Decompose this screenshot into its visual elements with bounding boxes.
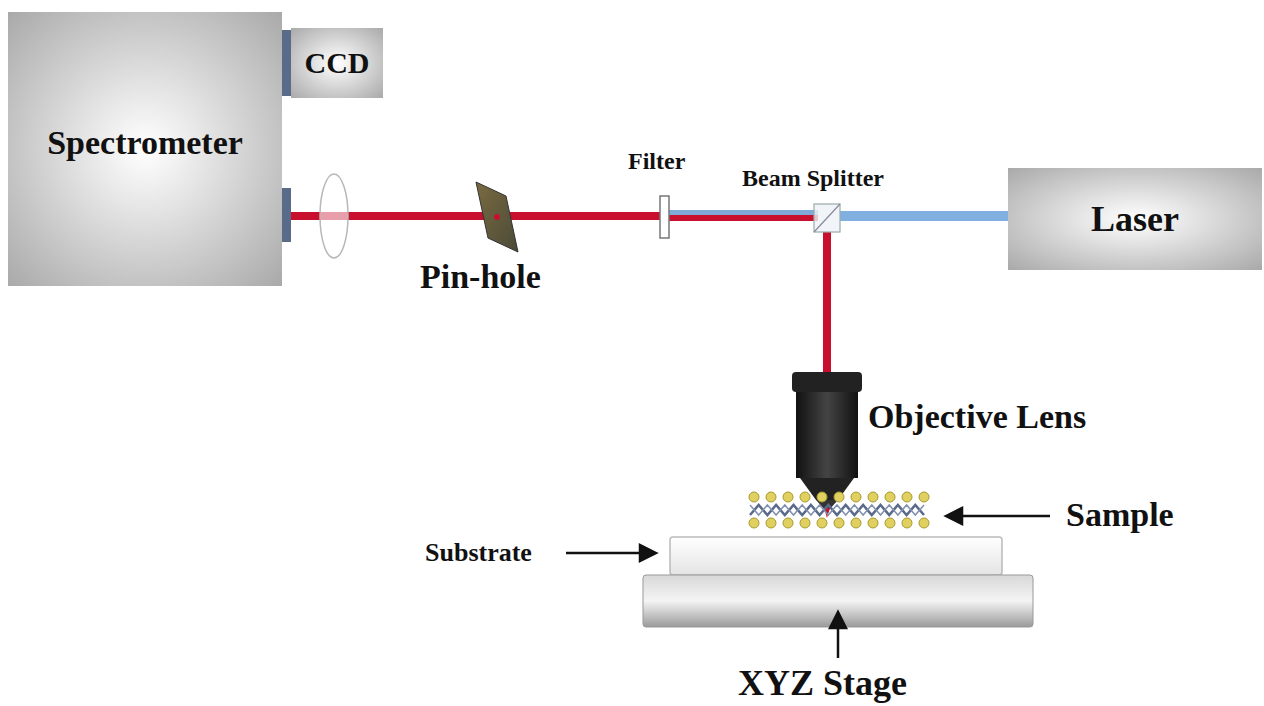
part-label: Filter [628, 148, 685, 175]
arrowhead [640, 545, 656, 561]
laser-beam [840, 211, 1008, 221]
beam-splitter [814, 204, 840, 232]
pin-hole-aperture [494, 214, 500, 220]
ccd-box: CCD [291, 28, 383, 98]
atom [783, 492, 793, 502]
atom [817, 518, 827, 528]
lattice-bond [750, 505, 924, 515]
lattice-bond [750, 505, 924, 515]
atom [800, 518, 810, 528]
box-label: Spectrometer [47, 124, 243, 162]
part-label: Substrate [425, 538, 532, 568]
objective-body [796, 392, 858, 478]
ccd-port [282, 30, 291, 96]
leader-line [837, 626, 840, 658]
leader-line [960, 515, 1050, 518]
box-label: CCD [305, 46, 370, 80]
arrowhead [946, 508, 962, 524]
part-label: Sample [1066, 496, 1174, 534]
atom [783, 518, 793, 528]
spectrometer-box: Spectrometer [8, 12, 282, 286]
laser-box: Laser [1008, 168, 1262, 270]
mixed-beam-red [668, 215, 818, 221]
atom [868, 492, 878, 502]
atom [868, 518, 878, 528]
part-label: Pin-hole [420, 258, 541, 296]
atom [851, 492, 861, 502]
part-label: Beam Splitter [742, 165, 884, 192]
sample-layer [749, 492, 929, 528]
leader-line [566, 552, 642, 555]
part-label: Objective Lens [868, 398, 1086, 436]
box-label: Laser [1091, 198, 1179, 240]
atom [834, 492, 844, 502]
atom [817, 492, 827, 502]
atom [851, 518, 861, 528]
atom [766, 518, 776, 528]
focusing-lens [320, 174, 348, 258]
objective-lens [792, 372, 862, 392]
atom [902, 492, 912, 502]
atom [834, 518, 844, 528]
atom [885, 518, 895, 528]
xyz-stage [643, 575, 1033, 627]
part-label: XYZ Stage [738, 662, 907, 704]
atom [885, 492, 895, 502]
atom [800, 492, 810, 502]
filter [660, 196, 669, 238]
atom [902, 518, 912, 528]
arrowhead [830, 612, 846, 628]
entrance-port [282, 188, 291, 242]
atom [749, 492, 759, 502]
atom [749, 518, 759, 528]
atom [766, 492, 776, 502]
atom [919, 492, 929, 502]
substrate [670, 537, 1002, 575]
atom [919, 518, 929, 528]
vertical-beam [823, 232, 831, 374]
pin-hole-plate [476, 182, 518, 252]
